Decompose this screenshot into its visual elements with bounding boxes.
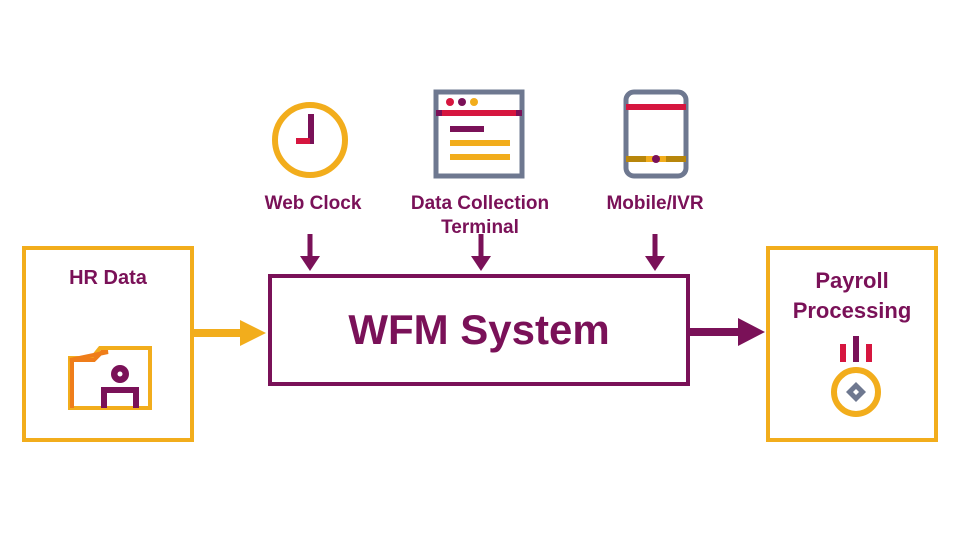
arrow-web-clock [300,234,320,272]
mobile-phone-icon [623,89,689,179]
arrow-right-icon [690,318,765,346]
mobile-ivr-label: Mobile/IVR [592,192,718,216]
web-clock-text: Web Clock [264,193,362,214]
arrow-mobile [645,234,665,272]
data-collection-terminal-source [432,88,526,180]
mobile-ivr-text: Mobile/IVR [606,193,704,214]
hr-data-title: HR Data [69,267,147,289]
payroll-title-line1: Payroll [815,268,889,293]
hr-data-box: HR Data [22,246,194,442]
web-clock-source [268,98,352,182]
arrow-right-icon [194,320,266,346]
terminal-icon [433,89,525,179]
wfm-system-box: WFM System [268,274,690,386]
arrow-wfm-to-payroll [690,316,766,348]
clock-icon [272,102,348,178]
arrow-down-icon [645,234,665,271]
payroll-processing-box: Payroll Processing [766,246,938,442]
payroll-title: Payroll Processing [770,266,934,326]
web-clock-label: Web Clock [248,192,378,216]
data-collection-terminal-label: Data Collection Terminal [398,192,562,240]
payroll-title-line2: Processing [792,298,912,323]
arrow-down-icon [471,234,491,271]
terminal-label-line1: Data Collection [410,193,550,214]
arrow-hr-to-wfm [194,318,268,348]
arrow-terminal [471,234,491,272]
folder-user-icon [68,346,152,410]
payroll-coin-icon [831,336,881,417]
wfm-system-title: WFM System [348,306,610,353]
terminal-label-line2: Terminal [441,217,519,238]
arrow-down-icon [300,234,320,271]
mobile-ivr-source [622,88,690,180]
